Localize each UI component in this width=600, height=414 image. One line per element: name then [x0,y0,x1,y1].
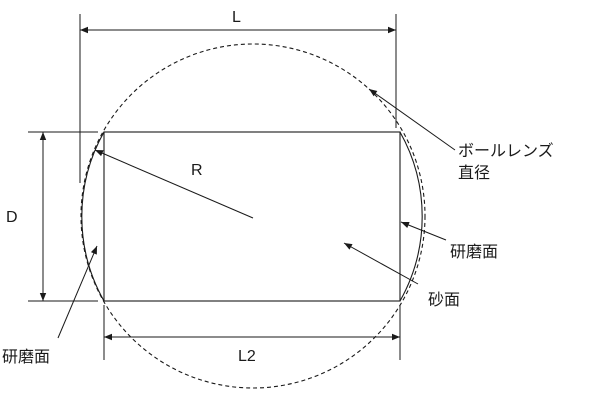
label-l: L [232,9,241,26]
polished-right-leader [400,221,447,241]
label-polished-right: 研磨面 [450,243,498,261]
label-ground-surface: 砂面 [428,291,460,309]
polished-surface-arc-left [81,131,105,302]
polished-surface-arc-right [399,131,423,302]
lens-rectangle [103,131,401,302]
polished-left-leader [57,245,98,339]
radius-arrow [94,149,254,219]
label-polished-left: 研磨面 [2,348,50,366]
label-ball-lens-diameter: 直径 [458,164,490,182]
ground-surface-leader [343,242,419,285]
label-l2: L2 [238,348,256,365]
label-ball-lens: ボールレンズ [458,142,554,160]
label-r: R [191,162,203,179]
label-d: D [6,209,18,226]
ball-lens-leader [368,88,456,151]
ball-lens-outline [80,43,426,389]
